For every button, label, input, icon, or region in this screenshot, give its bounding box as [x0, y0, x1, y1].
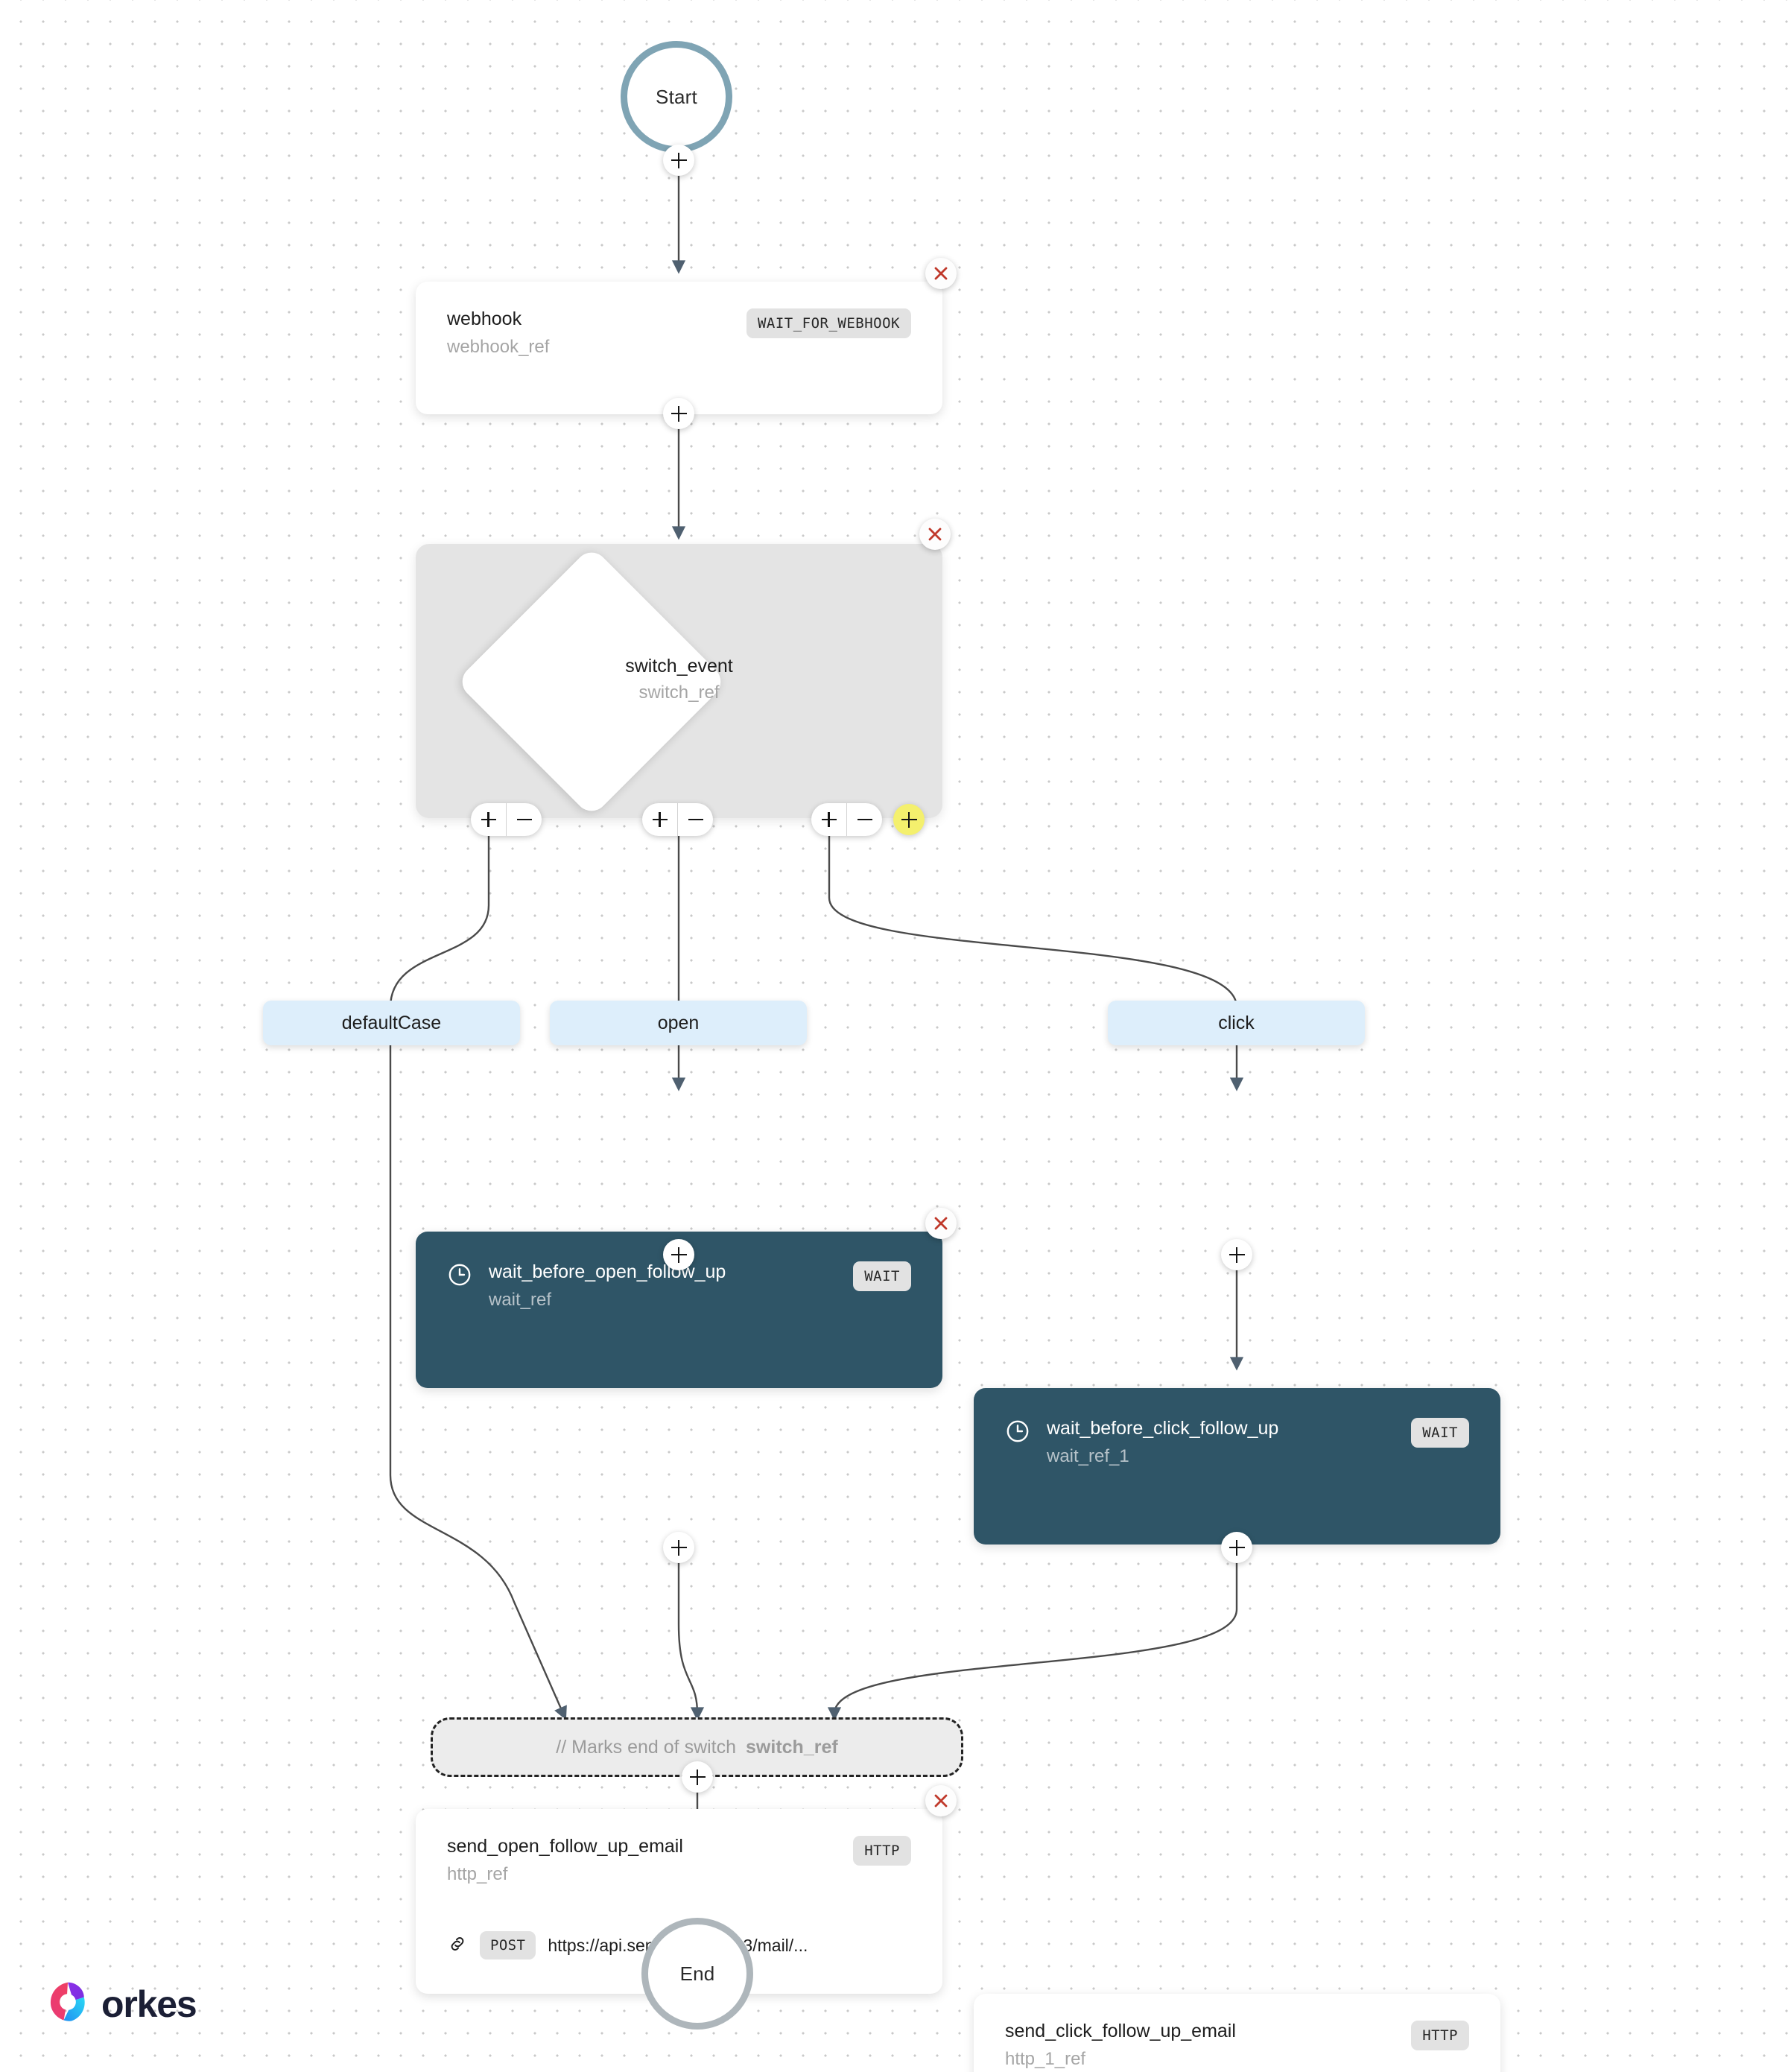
- http-open-title: send_open_follow_up_email: [447, 1836, 683, 1857]
- case-label-text: defaultCase: [341, 1012, 442, 1033]
- add-branch-click-button[interactable]: [811, 803, 846, 836]
- add-new-branch-button[interactable]: [893, 804, 925, 835]
- close-icon: [934, 1794, 948, 1808]
- webhook-title: webhook: [447, 308, 522, 329]
- webhook-ref: webhook_ref: [447, 336, 550, 357]
- end-label: End: [679, 1962, 715, 1985]
- end-of-switch-ref: switch_ref: [746, 1736, 838, 1758]
- add-task-after-webhook-button[interactable]: [663, 398, 694, 429]
- orkes-wordmark: orkes: [101, 1983, 197, 2025]
- http-click-type-chip: HTTP: [1411, 2021, 1469, 2050]
- add-task-after-wait-click-button[interactable]: [1221, 1239, 1252, 1270]
- add-task-after-http-open-button[interactable]: [663, 1532, 694, 1563]
- http-open-method-chip: POST: [480, 1931, 536, 1959]
- add-task-after-switch-button[interactable]: [682, 1761, 713, 1793]
- delete-wait-open-button[interactable]: [925, 1208, 957, 1239]
- wait-open-ref: wait_ref: [489, 1289, 552, 1310]
- task-node-webhook[interactable]: webhook webhook_ref WAIT_FOR_WEBHOOK: [416, 258, 957, 414]
- branch-controls-defaultcase[interactable]: [471, 803, 542, 836]
- wait-click-title: wait_before_click_follow_up: [1047, 1418, 1279, 1439]
- delete-switch-button[interactable]: [919, 519, 951, 550]
- add-task-after-http-click-button[interactable]: [1221, 1532, 1252, 1563]
- branch-controls-open[interactable]: [642, 803, 713, 836]
- add-task-after-start-button[interactable]: [663, 145, 694, 176]
- add-branch-defaultcase-button[interactable]: [471, 803, 506, 836]
- clock-icon: [1005, 1419, 1030, 1448]
- add-branch-open-button[interactable]: [642, 803, 677, 836]
- http-open-ref: http_ref: [447, 1863, 508, 1884]
- add-task-after-wait-open-button[interactable]: [663, 1239, 694, 1270]
- webhook-type-chip: WAIT_FOR_WEBHOOK: [746, 308, 911, 338]
- http-click-title: send_click_follow_up_email: [1005, 2021, 1236, 2041]
- wait-click-ref: wait_ref_1: [1047, 1445, 1129, 1466]
- start-node[interactable]: Start: [621, 41, 732, 153]
- end-node[interactable]: End: [641, 1918, 753, 2030]
- delete-http-open-button[interactable]: [925, 1785, 957, 1816]
- close-icon: [934, 267, 948, 280]
- task-node-http-click[interactable]: send_click_follow_up_email http_1_ref HT…: [974, 1994, 1500, 2072]
- wait-click-type-chip: WAIT: [1411, 1418, 1469, 1448]
- branch-controls-click[interactable]: [811, 803, 882, 836]
- clock-icon: [447, 1262, 472, 1291]
- wait-open-type-chip: WAIT: [853, 1261, 911, 1291]
- close-icon: [928, 527, 942, 541]
- close-icon: [934, 1217, 948, 1230]
- remove-branch-click-button[interactable]: [846, 803, 882, 836]
- case-label-text: click: [1218, 1012, 1255, 1033]
- start-label: Start: [656, 85, 697, 108]
- task-node-wait-click[interactable]: wait_before_click_follow_up wait_ref_1 W…: [974, 1388, 1500, 1545]
- case-label-click[interactable]: click: [1108, 1001, 1365, 1045]
- end-of-switch-comment: // Marks end of switch: [556, 1736, 737, 1758]
- http-click-ref: http_1_ref: [1005, 2048, 1086, 2069]
- orkes-logo-icon: [46, 1980, 89, 2027]
- remove-branch-defaultcase-button[interactable]: [506, 803, 542, 836]
- orkes-logo: orkes: [46, 1980, 197, 2027]
- remove-branch-open-button[interactable]: [677, 803, 713, 836]
- delete-webhook-button[interactable]: [925, 258, 957, 289]
- case-label-text: open: [657, 1012, 700, 1033]
- link-icon: [447, 1933, 468, 1958]
- http-open-type-chip: HTTP: [853, 1836, 911, 1866]
- case-label-defaultcase[interactable]: defaultCase: [263, 1001, 520, 1045]
- case-label-open[interactable]: open: [550, 1001, 807, 1045]
